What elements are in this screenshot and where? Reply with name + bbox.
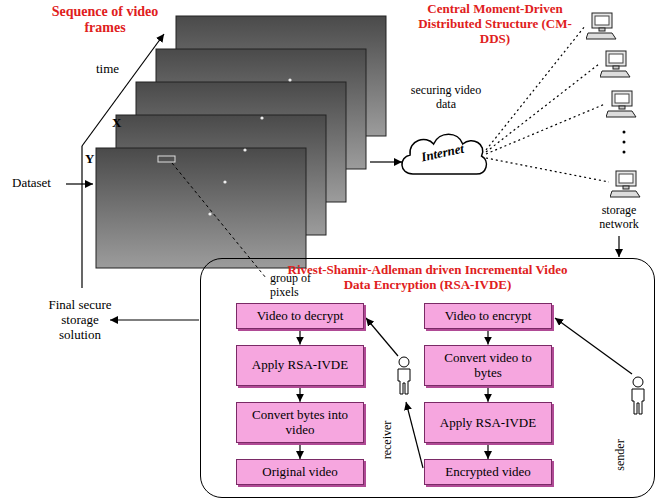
- solution-label: Final secure storage solution: [40, 298, 120, 343]
- dotted-links: [486, 26, 609, 182]
- process-box: Convert video to bytes: [424, 345, 552, 386]
- process-box: Encrypted video: [424, 459, 552, 485]
- frames-to-cloud-arrow: [370, 161, 402, 162]
- flow-arrow: [487, 388, 488, 402]
- ellipsis-dots: [623, 131, 626, 154]
- box-heading: Rivest-Shamir-Adleman driven Incremental…: [283, 263, 573, 293]
- process-box: Apply RSA-IVDE: [424, 402, 552, 443]
- solution-arrow: [110, 319, 199, 320]
- video-frames: [96, 16, 386, 268]
- sender-icon: [632, 377, 644, 414]
- receiver-icon: [398, 357, 410, 394]
- flow-arrow: [487, 331, 488, 345]
- box-text: Original video: [262, 464, 337, 480]
- box-text: Apply RSA-IVDE: [252, 357, 348, 373]
- section-title: Central Moment-Driven Distributed Struct…: [410, 2, 580, 47]
- computer-icons: [586, 13, 640, 197]
- dataset-arrow: [66, 183, 93, 184]
- flow-arrow: [299, 388, 300, 402]
- box-text: Encrypted video: [445, 464, 531, 480]
- process-box: Apply RSA-IVDE: [236, 345, 364, 386]
- axes: [82, 34, 164, 288]
- transfer-arrows: [366, 318, 632, 468]
- container-box: Rivest-Shamir-Adleman driven Incremental…: [200, 258, 655, 498]
- process-box: Video to decrypt: [236, 303, 364, 329]
- box-text: Apply RSA-IVDE: [440, 415, 536, 431]
- axis-label: time: [96, 62, 119, 77]
- cloud-node: Internet: [396, 128, 490, 178]
- box-text: Video to encrypt: [445, 308, 532, 324]
- input-label: Dataset: [12, 176, 51, 191]
- flow-arrow: [299, 331, 300, 345]
- axis-label: Y: [85, 152, 94, 167]
- role-label: sender: [614, 439, 628, 470]
- role-label: receiver: [381, 421, 395, 460]
- figure-title: Sequence of video frames: [40, 4, 170, 36]
- process-box: Original video: [236, 459, 364, 485]
- flow-label: securing video data: [410, 84, 482, 112]
- process-box: Video to encrypt: [424, 303, 552, 329]
- storage-label: storage network: [582, 204, 656, 232]
- process-box: Convert bytes into video: [236, 402, 364, 443]
- box-text: Convert video to bytes: [429, 350, 547, 381]
- box-text: Convert bytes into video: [241, 407, 359, 438]
- box-text: Video to decrypt: [257, 308, 344, 324]
- callout-label: group of pixels: [270, 272, 332, 300]
- flow-arrow: [299, 445, 300, 459]
- flow-arrow: [487, 445, 488, 459]
- storage-arrow: [618, 236, 619, 257]
- axis-label: X: [112, 116, 121, 131]
- pixel-leader: [172, 163, 266, 278]
